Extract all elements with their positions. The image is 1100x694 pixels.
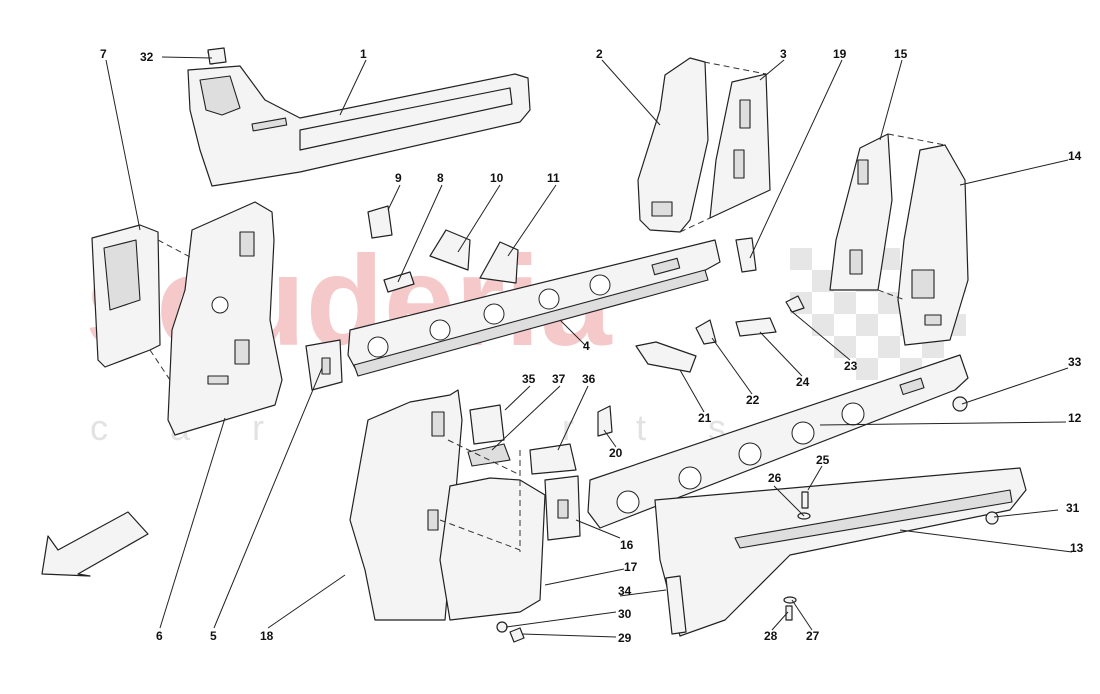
part-7-pillar-cover bbox=[91, 224, 161, 368]
callout-9: 9 bbox=[395, 171, 402, 185]
part-5-closing-plate bbox=[305, 339, 343, 391]
callout-35: 35 bbox=[522, 372, 536, 386]
part-6-inner-pillar bbox=[167, 201, 283, 436]
part-30-washer bbox=[496, 621, 508, 633]
callout-27: 27 bbox=[806, 629, 820, 643]
callout-15: 15 bbox=[894, 47, 908, 61]
alignment-lines bbox=[149, 61, 946, 552]
leader-lines bbox=[105, 56, 1073, 638]
part-24-block bbox=[735, 317, 777, 337]
callout-28: 28 bbox=[764, 629, 778, 643]
callout-14: 14 bbox=[1068, 149, 1082, 163]
callout-2: 2 bbox=[596, 47, 603, 61]
part-32-clip bbox=[207, 47, 227, 65]
callout-labels: 1 32 7 9 8 10 11 2 3 19 15 14 12 33 31 1… bbox=[100, 47, 1084, 645]
callout-32: 32 bbox=[140, 50, 154, 64]
callout-7: 7 bbox=[100, 47, 107, 61]
front-direction-arrow-icon bbox=[41, 511, 149, 577]
part-16-plate bbox=[544, 475, 581, 541]
fasteners bbox=[207, 47, 999, 643]
part-23-clip bbox=[785, 295, 805, 313]
callout-33: 33 bbox=[1068, 355, 1082, 369]
callout-31: 31 bbox=[1066, 501, 1080, 515]
part-25-bolt bbox=[801, 491, 809, 509]
part-20-clip bbox=[597, 405, 613, 437]
callout-23: 23 bbox=[844, 359, 858, 373]
callout-12: 12 bbox=[1068, 411, 1082, 425]
part-37-shim bbox=[467, 443, 511, 467]
callout-6: 6 bbox=[156, 629, 163, 643]
part-28-bolt bbox=[785, 605, 793, 621]
part-11-bracket bbox=[479, 241, 519, 284]
callout-5: 5 bbox=[210, 629, 217, 643]
part-4-sill-inner-beam bbox=[347, 239, 721, 377]
callout-25: 25 bbox=[816, 453, 830, 467]
callout-36: 36 bbox=[582, 372, 596, 386]
callout-29: 29 bbox=[618, 631, 632, 645]
part-17-wheelhouse-panel bbox=[439, 477, 546, 621]
part-35-hinge bbox=[469, 404, 505, 445]
callout-8: 8 bbox=[437, 171, 444, 185]
part-13-outer-sill-cover bbox=[654, 467, 1027, 637]
part-12-rear-sill-beam bbox=[587, 354, 969, 529]
part-3-pillar-reinforcement bbox=[709, 73, 771, 219]
callout-22: 22 bbox=[746, 393, 760, 407]
part-22-bracket bbox=[695, 319, 717, 345]
callout-3: 3 bbox=[780, 47, 787, 61]
callout-11: 11 bbox=[547, 171, 560, 185]
part-1-upper-sill-panel bbox=[187, 49, 531, 187]
part-27-washer bbox=[783, 596, 797, 604]
part-33-plug bbox=[952, 396, 968, 412]
callout-4: 4 bbox=[583, 339, 590, 353]
callout-20: 20 bbox=[609, 446, 623, 460]
callout-1: 1 bbox=[360, 47, 367, 61]
part-34-trim-strip bbox=[665, 575, 687, 635]
part-2-front-pillar bbox=[637, 57, 709, 233]
callout-18: 18 bbox=[260, 629, 274, 643]
callout-21: 21 bbox=[698, 411, 712, 425]
part-29-bolt bbox=[509, 627, 525, 643]
callout-17: 17 bbox=[624, 560, 638, 574]
callout-10: 10 bbox=[490, 171, 504, 185]
part-31-plug bbox=[985, 511, 999, 525]
callout-26: 26 bbox=[768, 471, 782, 485]
callout-16: 16 bbox=[620, 538, 634, 552]
part-36-hinge bbox=[529, 443, 577, 475]
callout-19: 19 bbox=[833, 47, 847, 61]
callout-30: 30 bbox=[618, 607, 632, 621]
callout-34: 34 bbox=[618, 584, 632, 598]
part-21-support bbox=[635, 341, 697, 373]
callout-13: 13 bbox=[1070, 541, 1084, 555]
part-19-small-plate bbox=[735, 237, 757, 273]
part-9-bracket bbox=[367, 205, 393, 239]
part-14-rear-pillar bbox=[897, 144, 969, 346]
part-10-bracket bbox=[429, 229, 471, 271]
callout-37: 37 bbox=[552, 372, 566, 386]
callout-24: 24 bbox=[796, 375, 810, 389]
